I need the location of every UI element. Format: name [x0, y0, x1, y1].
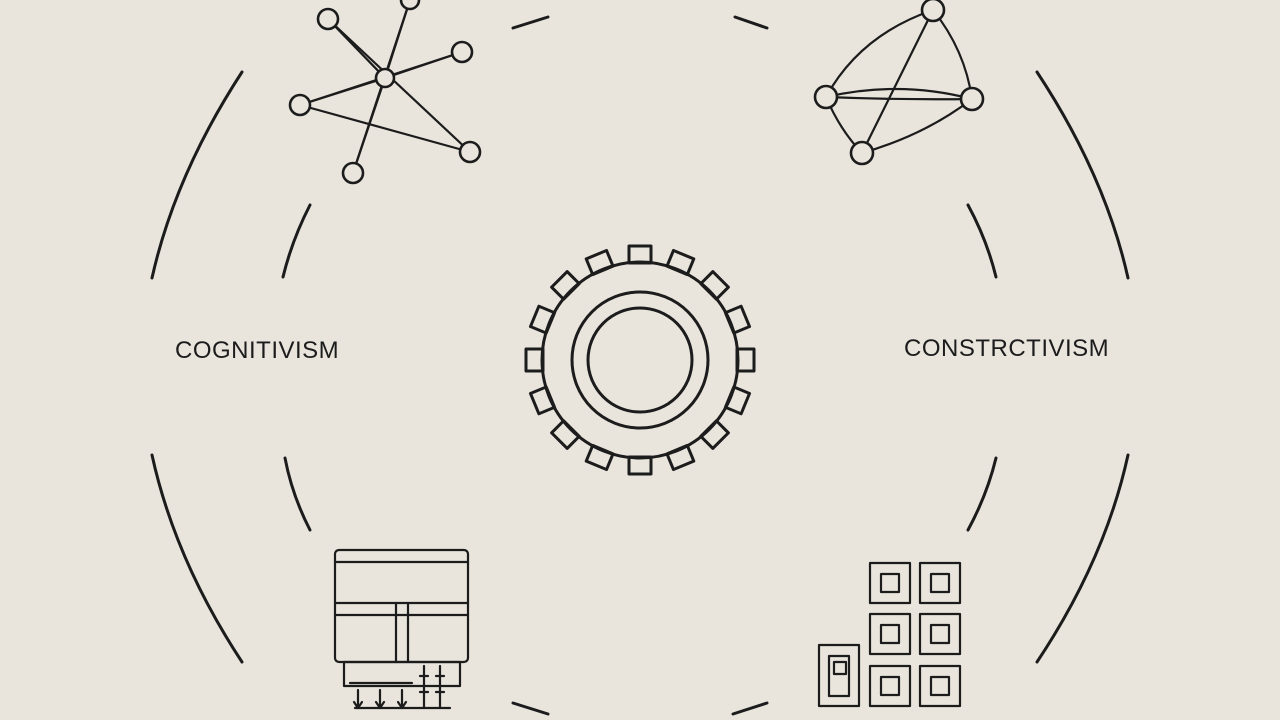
- inner-ring-arc-bottom-left: [283, 456, 312, 532]
- gear-tooth: [627, 455, 653, 476]
- outer-ring-arc-top-b: [733, 15, 769, 30]
- outer-ring-arc-bottom-right: [1035, 453, 1130, 664]
- outer-ring-arc-top-a: [511, 15, 550, 30]
- outer-ring-arc-bottom-a: [511, 701, 550, 716]
- outer-ring: [150, 15, 1130, 716]
- inner-ring-arc-bottom-right: [966, 456, 998, 532]
- inner-ring: [281, 203, 998, 532]
- gear-tooth: [735, 347, 756, 373]
- building-blocks-icon: [817, 561, 962, 708]
- inner-ring-arc-top-right: [966, 203, 998, 279]
- gear-tooth: [627, 244, 653, 265]
- outer-ring-arc-bottom-b: [731, 701, 769, 716]
- gear-ring-outer: [570, 290, 710, 430]
- inner-ring-arc-top-left: [281, 203, 312, 279]
- gear-icon: [524, 244, 756, 476]
- constructivism-label: CONSTRCTIVISM: [904, 335, 1110, 362]
- outer-ring-arc-top-right: [1035, 70, 1130, 280]
- machine-panel-icon: [333, 548, 470, 710]
- star-network-icon: [288, 0, 482, 185]
- outer-ring-arc-top-left: [150, 70, 244, 280]
- cognitivism-label: COGNITIVISM: [175, 337, 340, 364]
- gear-tooth: [524, 347, 545, 373]
- gear-ring-inner: [586, 306, 694, 414]
- outer-ring-arc-bottom-left: [150, 453, 244, 664]
- triangle-network-icon: [813, 0, 985, 166]
- gear-body: [540, 260, 740, 460]
